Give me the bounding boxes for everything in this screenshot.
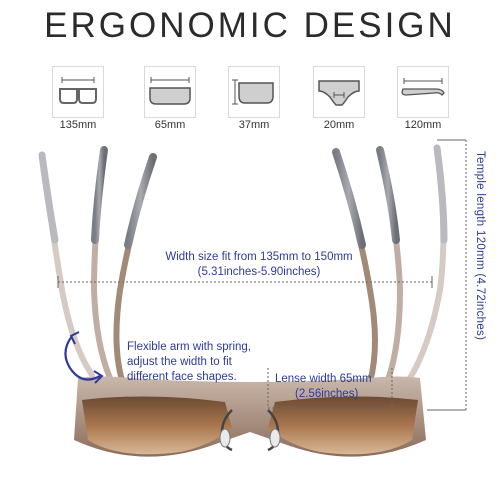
- lens-note-line1: Lense width 65mm: [275, 373, 372, 385]
- flex-arrow-icon: [64, 331, 104, 384]
- temple-length-measure: [427, 139, 467, 411]
- lens-width-measure: [267, 368, 393, 409]
- arm-note-line3: different face shapes.: [127, 371, 237, 383]
- temple-length-label: 120mm: [404, 119, 442, 131]
- bridge-width-label: 20mm: [323, 119, 355, 131]
- page-title: ERGONOMIC DESIGN: [44, 6, 456, 45]
- lens-height-icon: [228, 66, 280, 118]
- width-note-line1: Width size fit from 135mm to 150mm: [165, 251, 353, 263]
- bridge-width-icon: [313, 66, 365, 118]
- arm-note-line1: Flexible arm with spring,: [127, 341, 251, 353]
- lens-width-label: 65mm: [154, 119, 186, 131]
- lens-height-label: 37mm: [238, 119, 270, 131]
- arm-note-line2: adjust the width to fit: [127, 356, 232, 368]
- front-width-icon: [52, 66, 104, 118]
- front-width-label: 135mm: [59, 119, 97, 131]
- right-arms: [332, 144, 448, 385]
- width-note-line2: (5.31inches-5.90inches): [197, 266, 321, 278]
- right-lens: [268, 396, 418, 455]
- temple-length-icon: [397, 66, 449, 118]
- lens-width-icon: [144, 66, 196, 118]
- left-lens: [82, 396, 232, 455]
- width-measure: [57, 276, 433, 288]
- left-arms: [38, 146, 157, 383]
- lens-note: Lense width 65mm (2.56inches): [275, 372, 395, 402]
- width-note: Width size fit from 135mm to 150mm (5.31…: [139, 250, 379, 280]
- temple-note: Temple length 120mm (4.72inches): [474, 151, 486, 341]
- lens-note-line2: (2.56inches): [295, 388, 359, 400]
- nose-pads: [219, 409, 281, 452]
- arm-note: Flexible arm with spring, adjust the wid…: [127, 340, 307, 385]
